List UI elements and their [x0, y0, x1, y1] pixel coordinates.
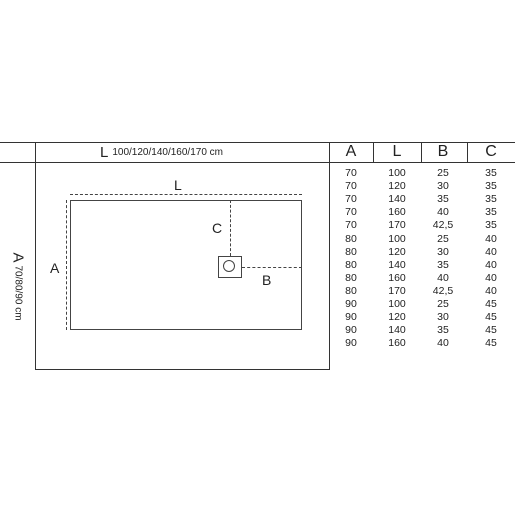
table-cell-b: 35 — [437, 324, 449, 337]
table-cell-b: 25 — [437, 232, 449, 245]
table-cell-l: 140 — [388, 193, 406, 206]
table-cell-c: 35 — [485, 206, 497, 219]
table-cell-c: 35 — [485, 219, 497, 232]
table-cell-a: 70 — [345, 167, 357, 179]
table-cell-l: 100 — [388, 232, 406, 245]
table-cell-b: 30 — [437, 245, 449, 258]
bottom-rule — [35, 369, 330, 370]
length-dimension-line — [70, 194, 302, 195]
shower-tray-outline — [70, 200, 302, 330]
table-cell-c: 40 — [485, 258, 497, 271]
dim-label-c: C — [212, 220, 223, 236]
drain-offset-b-line — [242, 267, 302, 268]
table-cell-a: 70 — [345, 180, 357, 193]
col-header-c: C — [485, 143, 497, 160]
length-letter: L — [100, 144, 109, 161]
drain-circle-icon — [223, 260, 235, 272]
table-cell-l: 160 — [388, 337, 406, 350]
table-cell-a: 90 — [345, 324, 357, 337]
length-values: 100/120/140/160/170 cm — [112, 147, 223, 158]
col-header-b: B — [437, 143, 449, 160]
table-cell-c: 40 — [485, 245, 497, 258]
header-rule — [0, 162, 515, 163]
left-divider — [35, 142, 36, 370]
width-values: 70/80/90 cm — [12, 265, 24, 321]
table-cell-a: 70 — [345, 193, 357, 206]
col-divider-1 — [373, 142, 374, 163]
table-cell-b: 35 — [437, 258, 449, 271]
table-cell-a: 90 — [345, 337, 357, 350]
width-letter: A — [9, 252, 27, 263]
dim-label-l: L — [174, 177, 182, 193]
table-cell-a: 80 — [345, 232, 357, 245]
table-cell-l: 100 — [388, 167, 406, 179]
table-cell-c: 40 — [485, 232, 497, 245]
table-cell-c: 35 — [485, 167, 497, 179]
col-divider-2 — [421, 142, 422, 163]
drain-offset-c-line — [230, 200, 231, 256]
table-cell-b: 40 — [437, 271, 449, 284]
table-cell-a: 80 — [345, 245, 357, 258]
table-cell-a: 80 — [345, 284, 357, 297]
width-heading: A 70/80/90 cm — [10, 207, 27, 367]
width-dimension-line — [66, 200, 67, 330]
table-cell-b: 25 — [437, 298, 449, 310]
table-cell-l: 120 — [388, 311, 406, 324]
table-cell-b: 30 — [437, 311, 449, 324]
table-cell-b: 35 — [437, 193, 449, 206]
table-cell-c: 45 — [485, 298, 497, 310]
table-cell-l: 160 — [388, 271, 406, 284]
table-cell-c: 45 — [485, 311, 497, 324]
dim-label-a: A — [50, 260, 60, 276]
length-heading: L 100/120/140/160/170 cm — [100, 144, 223, 161]
top-rule — [0, 142, 515, 143]
table-cell-l: 100 — [388, 298, 406, 310]
table-cell-b: 30 — [437, 180, 449, 193]
table-cell-l: 120 — [388, 245, 406, 258]
table-cell-c: 45 — [485, 324, 497, 337]
table-cell-a: 70 — [345, 219, 357, 232]
table-cell-l: 170 — [388, 219, 406, 232]
table-cell-b: 40 — [437, 337, 449, 350]
table-cell-a: 90 — [345, 311, 357, 324]
col-header-l: L — [392, 143, 402, 160]
col-header-a: A — [345, 143, 357, 160]
col-divider-3 — [467, 142, 468, 163]
table-cell-b: 40 — [437, 206, 449, 219]
table-divider — [329, 142, 330, 370]
table-cell-c: 40 — [485, 271, 497, 284]
table-cell-c: 45 — [485, 337, 497, 350]
table-cell-a: 70 — [345, 206, 357, 219]
table-cell-c: 35 — [485, 180, 497, 193]
table-cell-l: 170 — [388, 284, 406, 297]
table-cell-b: 42,5 — [432, 219, 454, 232]
table-cell-l: 140 — [388, 258, 406, 271]
table-cell-c: 40 — [485, 284, 497, 297]
table-cell-a: 80 — [345, 271, 357, 284]
table-cell-b: 25 — [437, 167, 449, 179]
table-cell-b: 42,5 — [432, 284, 454, 297]
table-cell-l: 160 — [388, 206, 406, 219]
dim-label-b: B — [262, 272, 272, 288]
table-cell-a: 90 — [345, 298, 357, 310]
drain-square — [218, 256, 242, 278]
table-cell-c: 35 — [485, 193, 497, 206]
table-cell-l: 140 — [388, 324, 406, 337]
table-cell-a: 80 — [345, 258, 357, 271]
table-cell-l: 120 — [388, 180, 406, 193]
